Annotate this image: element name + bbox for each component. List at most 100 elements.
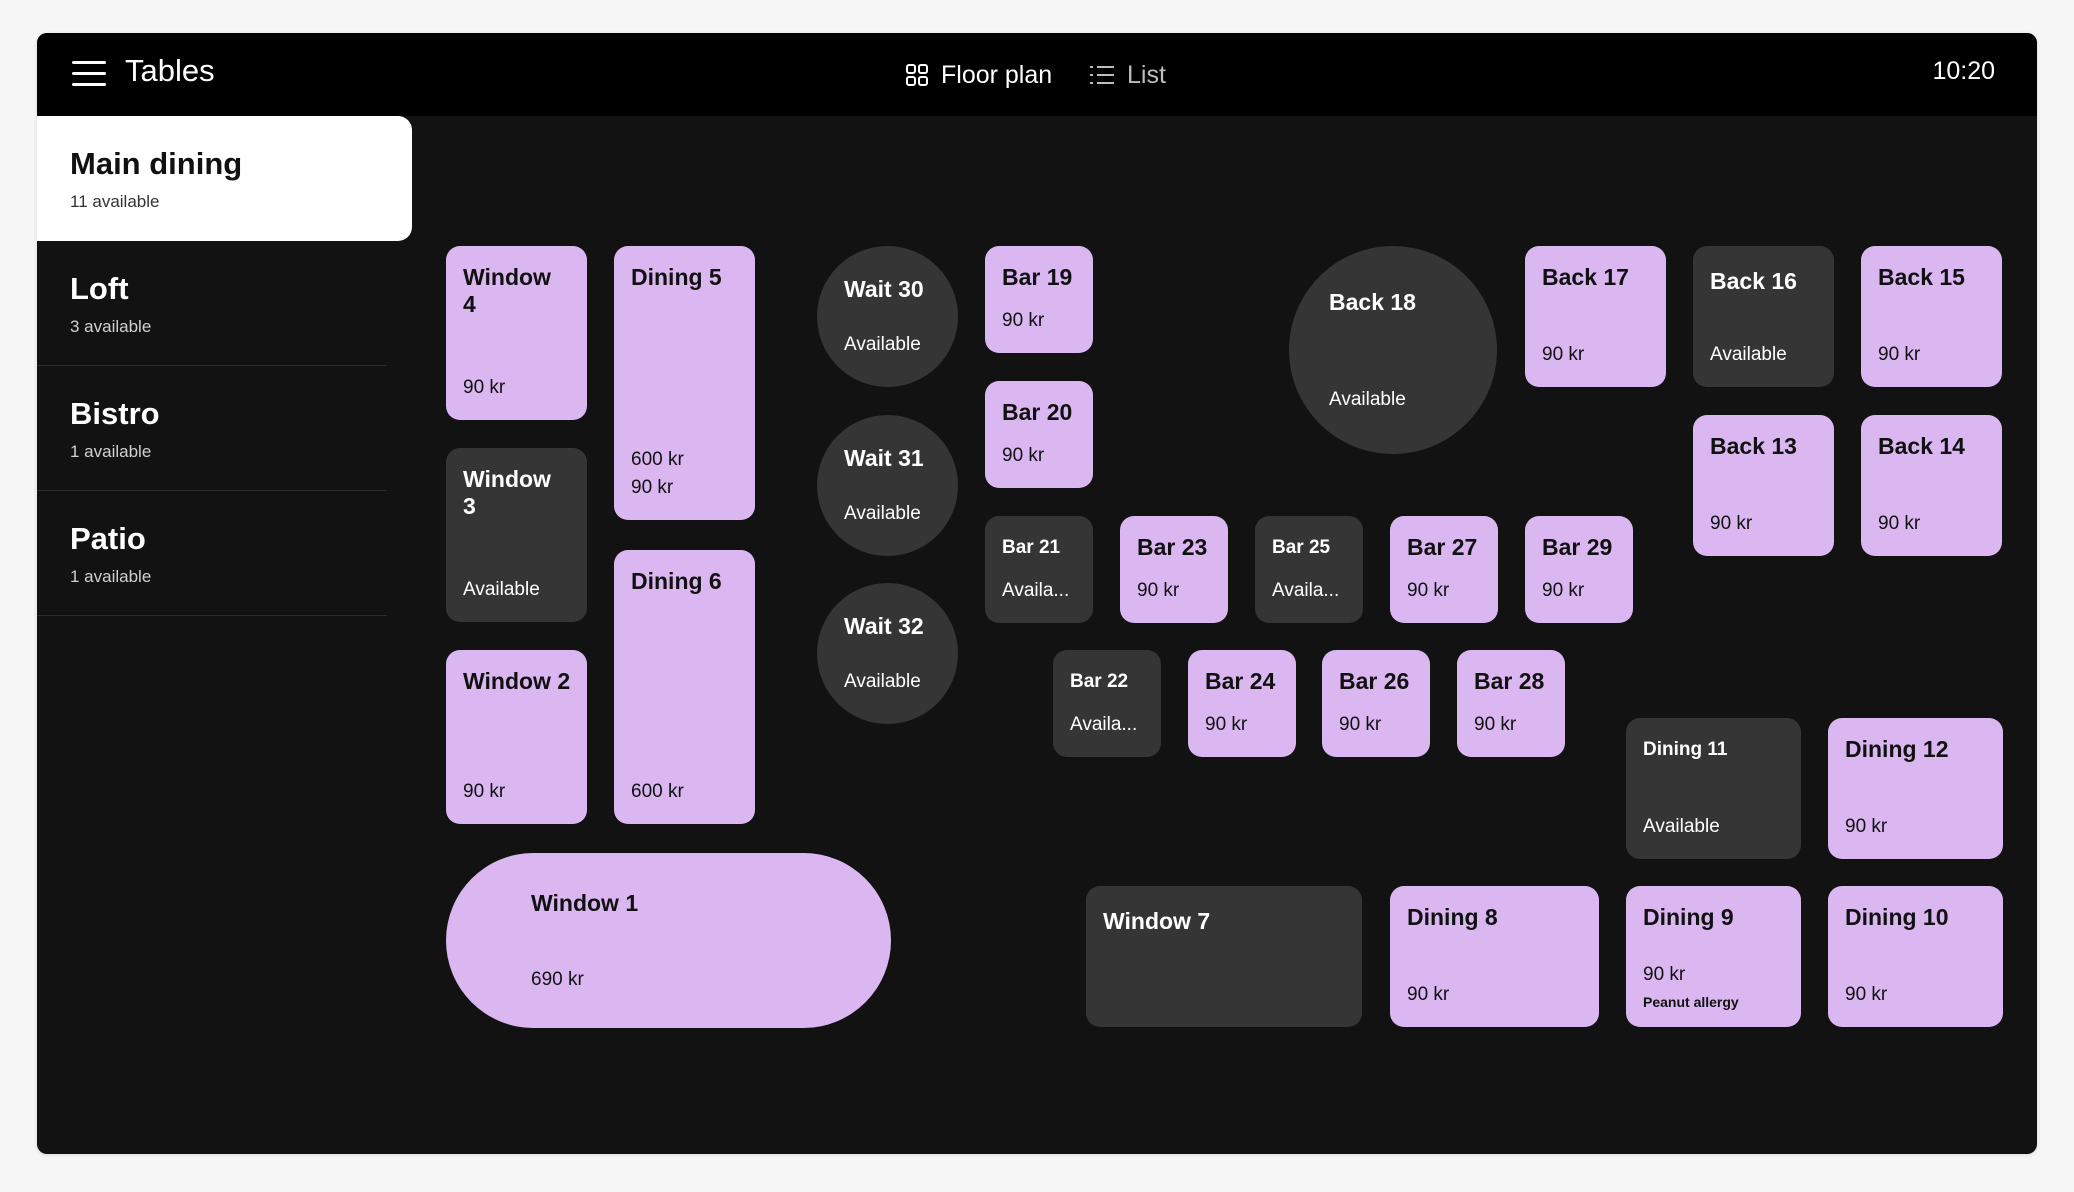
table-name: Dining 5 [631,264,722,290]
table-bar-24[interactable]: Bar 24 90 kr [1188,650,1296,757]
zone-item-main-dining[interactable]: Main dining 11 available [37,116,412,241]
table-name: Bar 23 [1137,534,1208,560]
table-name: Back 13 [1710,433,1797,459]
table-name: Window 4 [463,264,551,317]
table-name: Dining 10 [1845,904,1949,930]
table-name: Bar 27 [1407,534,1478,560]
table-bar-19[interactable]: Bar 19 90 kr [985,246,1093,353]
table-name: Bar 26 [1339,668,1410,694]
table-bar-29[interactable]: Bar 29 90 kr [1525,516,1633,623]
table-name: Dining 12 [1845,736,1949,762]
table-name: Dining 9 [1643,904,1734,930]
table-status: Available [463,579,540,600]
table-bar-26[interactable]: Bar 26 90 kr [1322,650,1430,757]
table-status: Available [1710,344,1787,365]
table-amount: 90 kr [1542,344,1585,365]
table-back-15[interactable]: Back 15 90 kr [1861,246,2002,387]
menu-icon[interactable] [72,58,106,90]
table-window-3[interactable]: Window 3 Available [446,448,587,622]
zone-count: 3 available [70,317,152,336]
table-amount: 90 kr [1205,714,1248,735]
table-amount: 90 kr [463,781,506,802]
table-bar-28[interactable]: Bar 28 90 kr [1457,650,1565,757]
table-back-17[interactable]: Back 17 90 kr [1525,246,1666,387]
table-dining-10[interactable]: Dining 10 90 kr [1828,886,2003,1027]
zone-name: Bistro [70,396,160,431]
table-amount: 690 kr [531,969,584,990]
table-bar-25[interactable]: Bar 25 Availa... [1255,516,1363,623]
zone-count: 1 available [70,442,152,461]
table-dining-11[interactable]: Dining 11 Available [1626,718,1801,859]
table-bar-23[interactable]: Bar 23 90 kr [1120,516,1228,623]
table-back-14[interactable]: Back 14 90 kr [1861,415,2002,556]
table-amount: 90 kr [1845,816,1888,837]
allergy-note: Peanut allergy [1643,994,1739,1010]
table-amount: 90 kr [1710,513,1753,534]
zone-name: Main dining [70,146,243,181]
table-wait-32[interactable]: Wait 32 Available [817,583,958,724]
table-window-7[interactable]: Window 7 [1086,886,1362,1027]
table-amount: 90 kr [1002,310,1045,331]
table-name: Bar 19 [1002,264,1073,290]
table-name: Bar 20 [1002,399,1073,425]
tab-floor-plan-label: Floor plan [941,60,1053,89]
table-amount: 90 kr [1643,964,1686,985]
table-bar-27[interactable]: Bar 27 90 kr [1390,516,1498,623]
table-name: Window 2 [463,668,571,694]
table-name: Back 15 [1878,264,1965,290]
table-status: Available [1329,389,1406,410]
table-name: Window 7 [1103,908,1211,934]
table-bar-20[interactable]: Bar 20 90 kr [985,381,1093,488]
table-amount: 90 kr [631,477,674,498]
table-name: Wait 31 [844,445,924,471]
table-back-18[interactable]: Back 18 Available [1289,246,1497,454]
top-bar: Tables Floor plan List 10:20 [37,33,2037,116]
table-name: Wait 30 [844,276,924,302]
table-dining-12[interactable]: Dining 12 90 kr [1828,718,2003,859]
clock: 10:20 [1932,57,1995,85]
table-status: Available [844,671,921,692]
table-name: Dining 11 [1643,739,1728,760]
zone-count: 11 available [70,192,160,211]
table-dining-6[interactable]: Dining 6 600 kr [614,550,755,824]
table-name: Wait 32 [844,613,924,639]
table-dining-8[interactable]: Dining 8 90 kr [1390,886,1599,1027]
table-name: Back 14 [1878,433,1965,459]
table-amount: 90 kr [1845,984,1888,1005]
list-icon [1090,66,1114,84]
table-amount: 90 kr [1474,714,1517,735]
table-dining-9[interactable]: Dining 9 90 kr Peanut allergy [1626,886,1801,1027]
table-bar-22[interactable]: Bar 22 Availa... [1053,650,1161,757]
table-name: Bar 21 [1002,537,1061,558]
tab-floor-plan[interactable]: Floor plan [905,57,1052,93]
table-amount: 600 kr [631,449,684,470]
table-name: Bar 24 [1205,668,1276,694]
table-name: Back 17 [1542,264,1629,290]
zone-count: 1 available [70,567,152,586]
table-dining-5[interactable]: Dining 5 600 kr 90 kr [614,246,755,520]
table-name: Bar 28 [1474,668,1545,694]
app-window: Tables Floor plan List 10:20 Main dining… [37,33,2037,1154]
zone-item-bistro[interactable]: Bistro 1 available [37,366,387,491]
table-name: Back 18 [1329,289,1416,315]
table-window-2[interactable]: Window 2 90 kr [446,650,587,824]
grid-icon [906,64,928,86]
table-amount: 90 kr [1137,580,1180,601]
table-name: Bar 22 [1070,671,1129,692]
table-window-1[interactable]: Window 1 690 kr [446,853,891,1028]
table-back-13[interactable]: Back 13 90 kr [1693,415,1834,556]
table-back-16[interactable]: Back 16 Available [1693,246,1834,387]
tab-list[interactable]: List [1089,57,1166,93]
table-window-4[interactable]: Window 4 90 kr [446,246,587,420]
table-name: Back 16 [1710,268,1797,294]
zone-item-patio[interactable]: Patio 1 available [37,491,387,616]
table-wait-31[interactable]: Wait 31 Available [817,415,958,556]
table-amount: 600 kr [631,781,684,802]
tab-list-label: List [1127,60,1166,89]
table-bar-21[interactable]: Bar 21 Availa... [985,516,1093,623]
table-name: Dining 8 [1407,904,1498,930]
table-wait-30[interactable]: Wait 30 Available [817,246,958,387]
zone-item-loft[interactable]: Loft 3 available [37,241,387,366]
table-status: Availa... [1070,714,1138,735]
table-name: Dining 6 [631,568,722,594]
